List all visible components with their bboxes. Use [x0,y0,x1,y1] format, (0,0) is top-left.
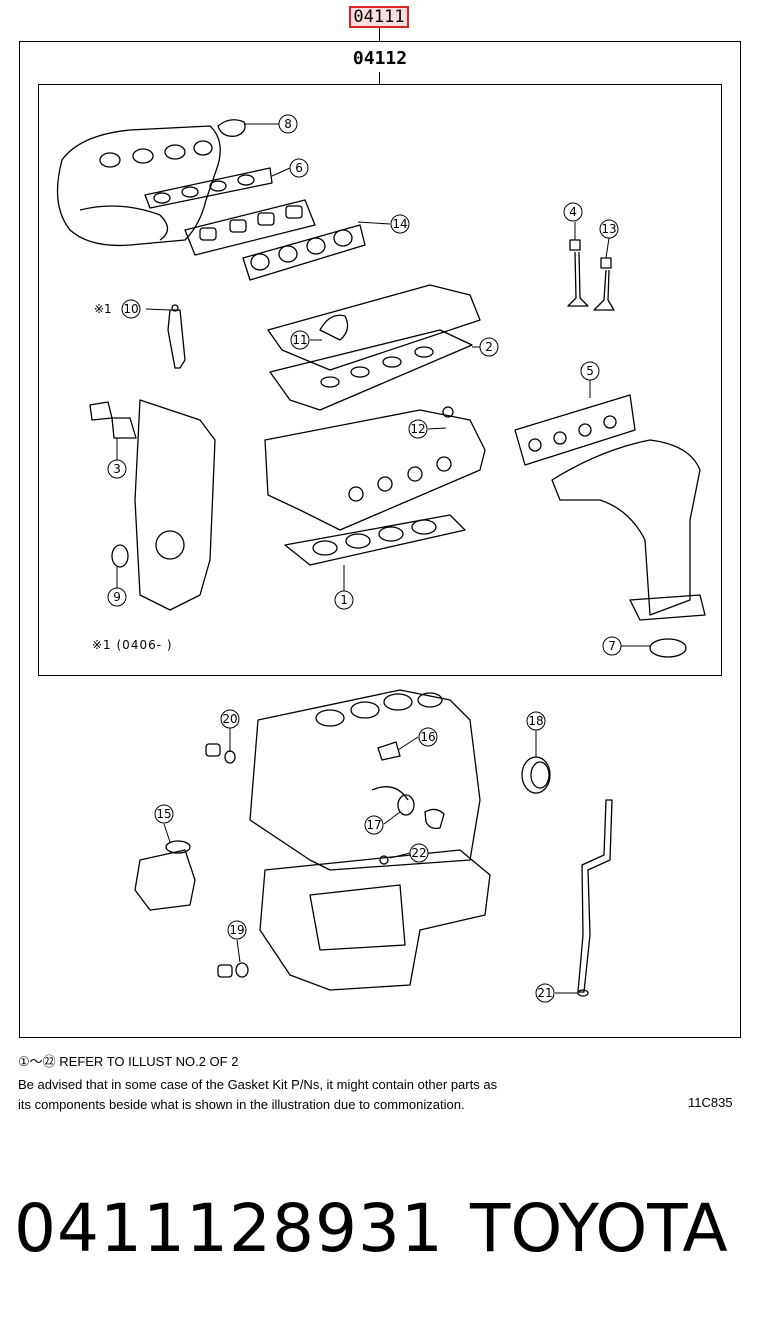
timing-cover-drawing [89,399,216,611]
callout-1-label: 1 [340,593,348,607]
callout-markers: 1 2 3 4 5 6 7 8 9 10 11 12 13 14 15 16 1… [107,114,622,1003]
callout-10: 10 [121,299,141,319]
callout-3: 3 [107,459,127,479]
refer-note: ①～㉒ REFER TO ILLUST NO.2 OF 2 [18,1054,239,1069]
oil-seal-18-drawing [521,756,551,794]
cylinder-head-drawing [264,406,486,531]
callout-11: 11 [290,330,310,350]
manifold-spacer-drawing [184,199,316,256]
callout-17-label: 17 [366,818,381,832]
callout-9: 9 [107,587,127,607]
callout-18-label: 18 [528,714,543,728]
callout-4: 4 [563,202,583,222]
date-range-note: ※1 (0406- ) [92,638,173,652]
engine-block-drawing [249,689,481,871]
callout-19-label: 19 [229,923,244,937]
callout-5-label: 5 [586,364,594,378]
part-22-drawing [379,855,389,865]
plug-20-drawing [205,743,236,764]
part-22b-drawing [424,808,445,830]
callout-14-label: 14 [392,217,407,231]
callout-15: 15 [154,804,174,824]
callout-17: 17 [364,815,384,835]
callout-10-label: 10 [123,302,138,316]
callout-16: 16 [418,727,438,747]
callout-13: 13 [599,219,619,239]
outer-kit-frame [19,41,741,1038]
callout-8: 8 [278,114,298,134]
callout-9-label: 9 [113,590,121,604]
plug-19-drawing [217,962,249,978]
sub-code-mask [345,48,415,72]
callout-14: 14 [390,214,410,234]
callout-12: 12 [408,419,428,439]
advisory-note-line-1: Be advised that in some case of the Gask… [18,1077,498,1092]
drawing-id: 11C835 [688,1095,733,1110]
advisory-note-line-2: its components beside what is shown in t… [18,1097,465,1112]
part-number: 0411128931 [14,1190,444,1267]
marker-symbol: ※1 [94,302,112,316]
callout-21: 21 [535,983,555,1003]
callout-7-label: 7 [608,639,616,653]
injector-drawing [167,304,186,369]
exhaust-manifold-drawing [514,394,706,621]
intake-gasket-drawing [144,167,273,209]
gasket-ring-7-drawing [649,638,687,658]
callout-2: 2 [479,337,499,357]
callout-4-label: 4 [569,205,577,219]
callout-19: 19 [227,920,247,940]
callout-16-label: 16 [420,730,435,744]
callout-11-label: 11 [292,333,307,347]
pump-15-drawing [134,840,196,911]
kit-code-label[interactable]: 04111 [349,6,409,28]
callout-6-label: 6 [295,161,303,175]
head-gasket-drawing [284,514,466,566]
dipstick-guide-drawing [577,799,613,997]
part-16-drawing [377,741,401,761]
callout-8-label: 8 [284,117,292,131]
gasket-14-drawing [242,224,366,281]
brand-name: TOYOTA [470,1190,728,1267]
callout-6: 6 [289,158,309,178]
part-8-drawing [217,119,246,137]
callout-20: 20 [220,709,240,729]
callout-20-label: 20 [222,712,237,726]
sub-code-leader [379,72,380,85]
inner-kit-frame [38,84,722,676]
intake-manifold-drawing [56,125,221,247]
kit-code-leader [379,28,380,42]
callout-5: 5 [580,361,600,381]
callout-13-label: 13 [601,222,616,236]
callout-22: 22 [409,843,429,863]
callout-3-label: 3 [113,462,121,476]
callout-15-label: 15 [156,807,171,821]
sub-kit-code-label: 04112 [352,48,408,69]
callout-7: 7 [602,636,622,656]
oil-seal-9-drawing [111,544,129,568]
valve-cover-drawing [267,284,481,411]
callout-21-label: 21 [537,986,552,1000]
leader-lines [116,123,650,994]
callout-2-label: 2 [485,340,493,354]
callout-12-label: 12 [410,422,425,436]
callout-18: 18 [526,711,546,731]
callout-22-label: 22 [411,846,426,860]
oil-pan-drawing [259,849,491,991]
part-17-drawing [397,794,415,816]
callout-1: 1 [334,590,354,610]
